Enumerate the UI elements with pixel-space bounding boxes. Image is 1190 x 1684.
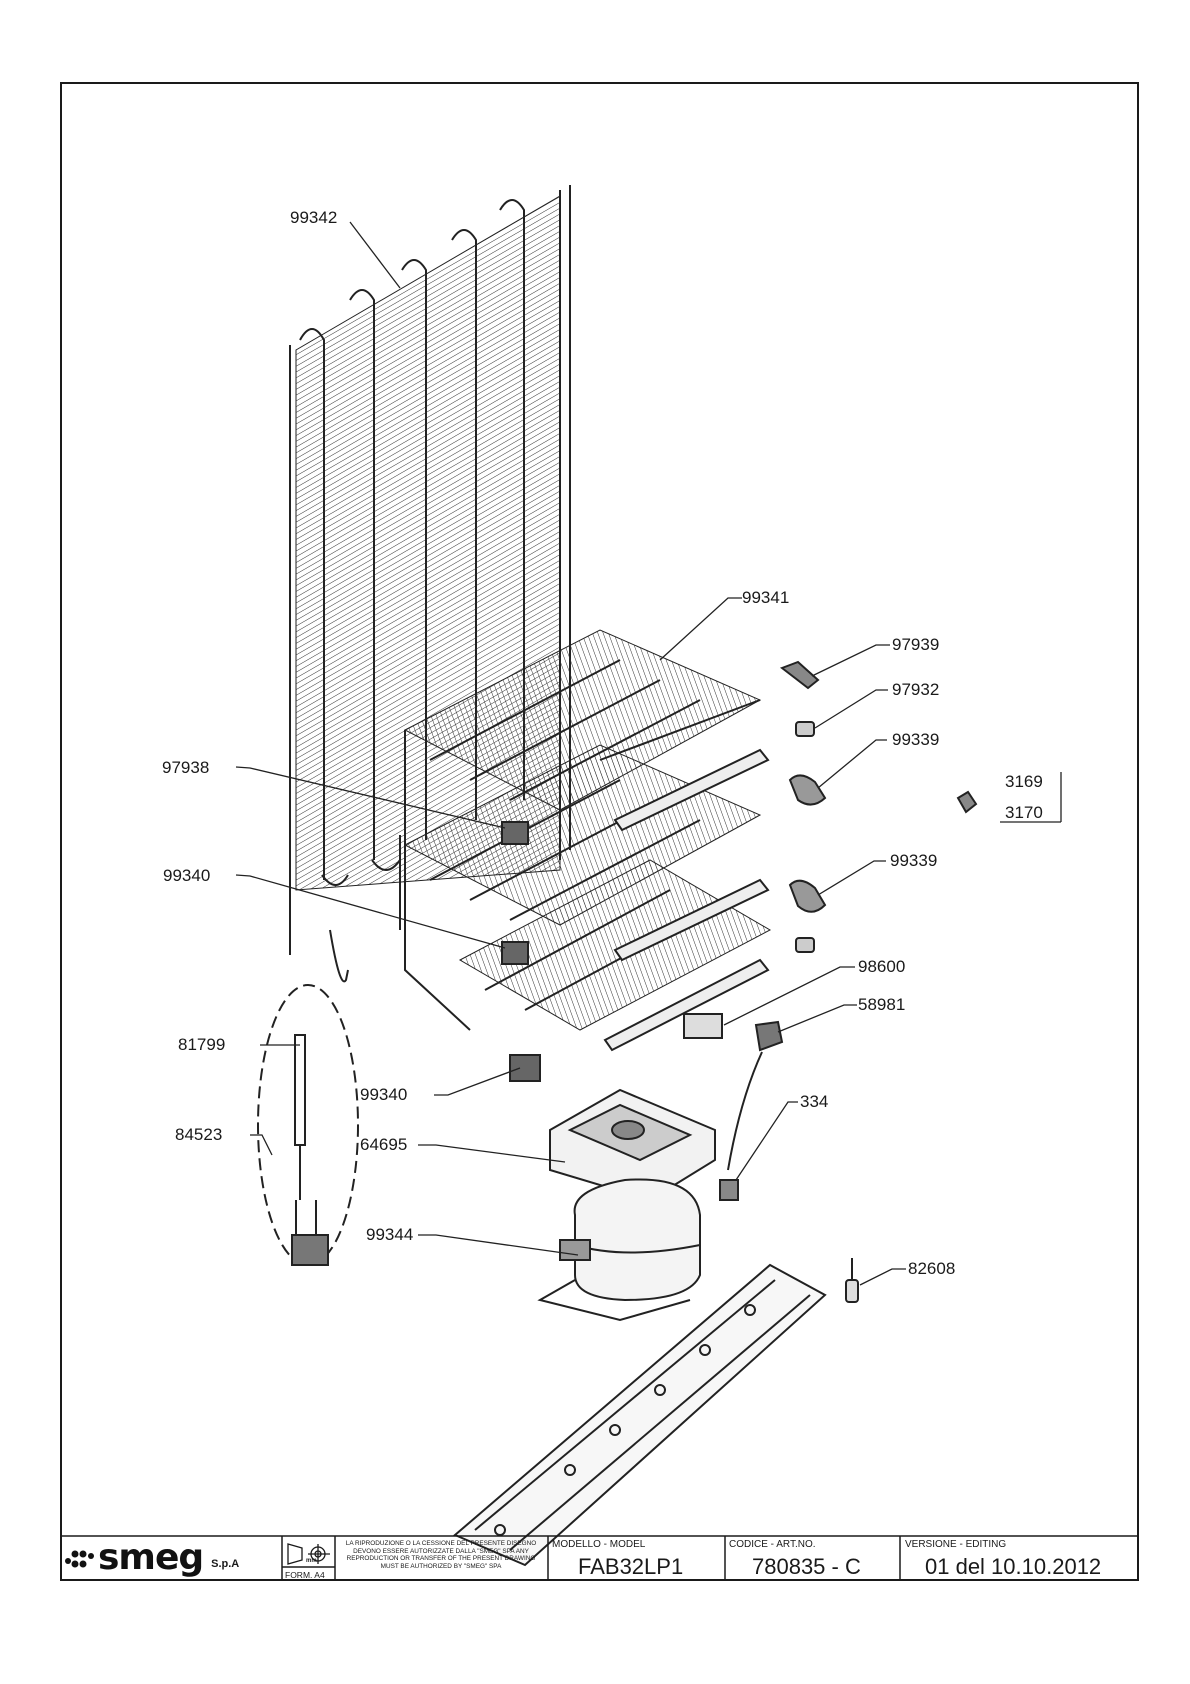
reproduction-notice: LA RIPRODUZIONE O LA CESSIONE DEL PRESEN… xyxy=(345,1540,537,1570)
logo-suffix: S.p.A xyxy=(211,1558,240,1570)
thermostat-81799 xyxy=(257,984,359,1266)
part-label-334: 334 xyxy=(800,1092,829,1111)
base-plate xyxy=(453,1263,827,1567)
evaporator-99341 xyxy=(399,629,772,1052)
part-label-99340: 99340 xyxy=(163,866,211,885)
compressor-99344 xyxy=(537,1088,716,1322)
title-block-grid xyxy=(60,1535,1139,1581)
version-label: VERSIONE - EDITING xyxy=(905,1539,1007,1550)
part-label-99344: 99344 xyxy=(366,1225,414,1244)
part-label-99339: 99339 xyxy=(892,730,940,749)
logo-wordmark: smeg xyxy=(98,1536,204,1578)
part-label-99340: 99340 xyxy=(360,1085,408,1104)
part-label-3169: 3169 xyxy=(1005,772,1043,791)
small-parts xyxy=(501,660,978,1303)
part-label-97938: 97938 xyxy=(162,758,210,777)
logo-dots-icon xyxy=(65,1550,94,1568)
projection-symbol xyxy=(287,1543,330,1565)
drawing-frame xyxy=(60,82,1139,1581)
model-label: MODELLO - MODEL xyxy=(552,1539,646,1550)
code-label: CODICE - ART.NO. xyxy=(729,1539,816,1550)
units-label: mm xyxy=(306,1558,317,1564)
part-label-64695: 64695 xyxy=(360,1135,408,1154)
code-value: 780835 - C xyxy=(752,1554,861,1579)
smeg-logo: smeg S.p.A xyxy=(64,1536,240,1578)
part-label-84523: 84523 xyxy=(175,1125,223,1144)
format-label: FORM. A4 xyxy=(285,1570,325,1580)
part-label-99341: 99341 xyxy=(742,588,790,607)
part-label-97932: 97932 xyxy=(892,680,940,699)
part-label-98600: 98600 xyxy=(858,957,906,976)
part-label-3170: 3170 xyxy=(1005,803,1043,822)
part-label-82608: 82608 xyxy=(908,1259,956,1278)
part-label-81799: 81799 xyxy=(178,1035,226,1054)
model-value: FAB32LP1 xyxy=(578,1554,684,1579)
leader-lines xyxy=(235,221,1062,1286)
part-label-99339: 99339 xyxy=(890,851,938,870)
part-label-97939: 97939 xyxy=(892,635,940,654)
part-label-58981: 58981 xyxy=(858,995,906,1014)
version-value: 01 del 10.10.2012 xyxy=(925,1554,1102,1579)
part-label-99342: 99342 xyxy=(290,208,338,227)
